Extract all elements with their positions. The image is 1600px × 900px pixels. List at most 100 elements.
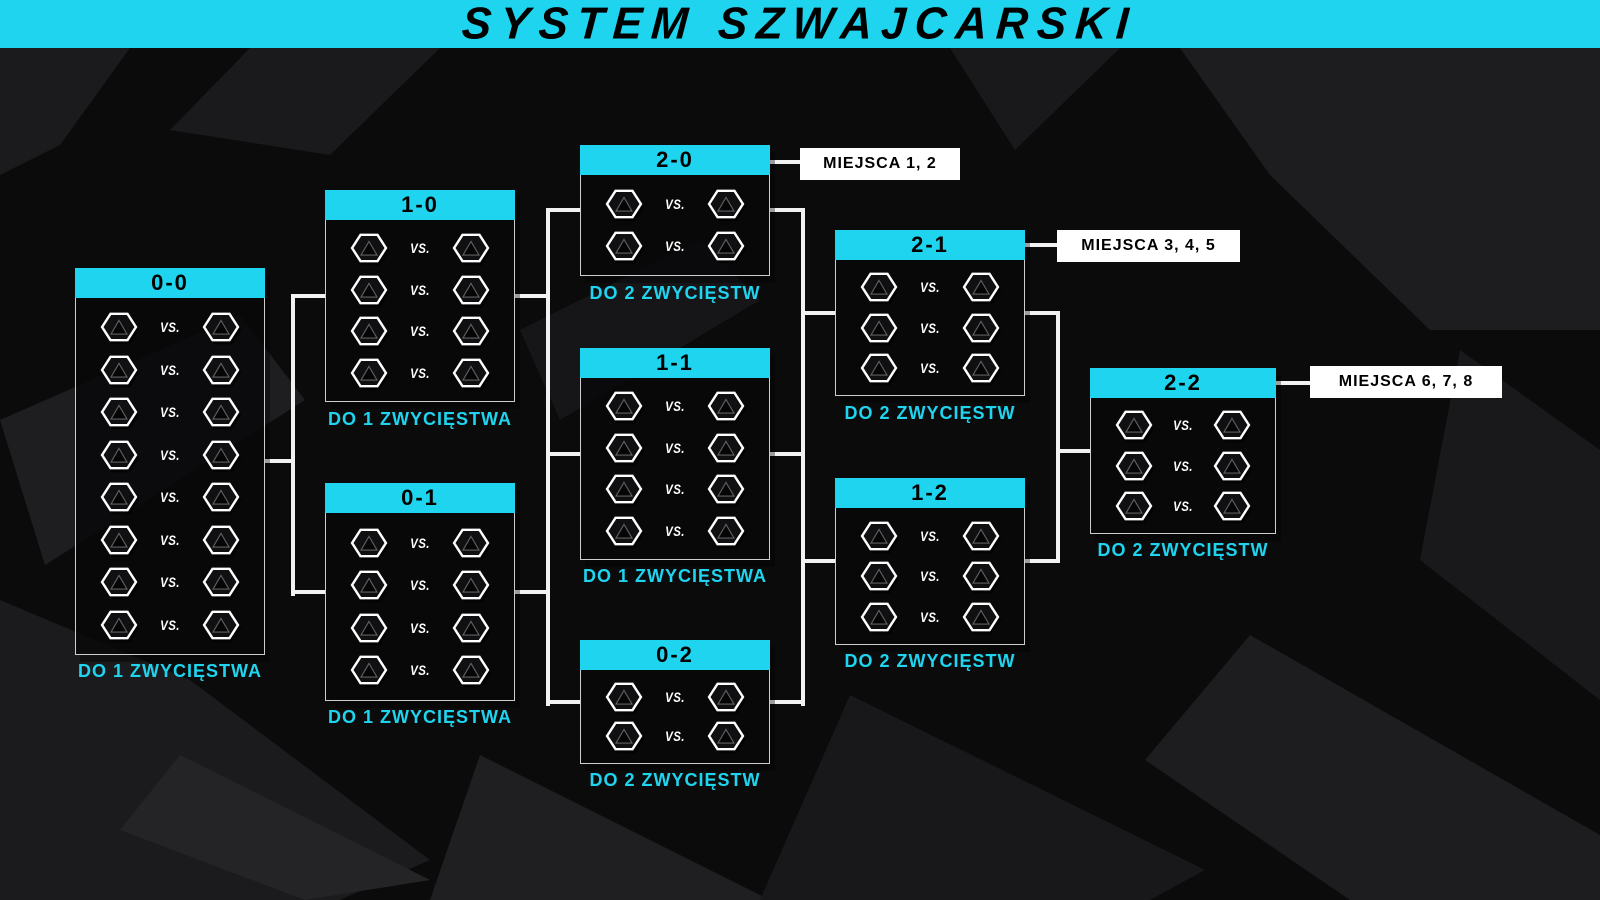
callout-connector-line — [1023, 243, 1059, 247]
connector-line — [801, 208, 805, 706]
match-row: VS. — [1091, 490, 1275, 522]
hexagon-team-logo-icon — [202, 354, 240, 386]
connector-line — [548, 700, 580, 704]
hexagon-team-logo-icon — [1115, 490, 1153, 522]
match-row: VS. — [326, 612, 514, 644]
vs-label: VS. — [410, 577, 430, 594]
callout-connector-line — [1274, 381, 1312, 385]
match-list: VS.VS.VS. — [1091, 398, 1275, 533]
page-title: SYSTEM SZWAJCARSKI — [460, 0, 1140, 49]
vs-label: VS. — [665, 439, 685, 456]
bracket-box-0-1: 0-1 VS.VS.VS.VS. — [325, 483, 515, 701]
vs-label: VS. — [665, 196, 685, 212]
vs-label: VS. — [410, 619, 430, 636]
hexagon-team-logo-icon — [707, 432, 745, 464]
hexagon-team-logo-icon — [860, 520, 898, 552]
callout-places-3-4-5: MIEJSCA 3, 4, 5 — [1057, 230, 1240, 262]
callout-text: MIEJSCA 6, 7, 8 — [1338, 373, 1474, 390]
connector-line — [770, 208, 805, 212]
match-row: VS. — [76, 439, 264, 471]
hexagon-team-logo-icon — [605, 188, 643, 220]
vs-label: VS. — [160, 489, 180, 506]
vs-label: VS. — [920, 527, 940, 544]
match-row: VS. — [581, 432, 769, 464]
vs-label: VS. — [160, 446, 180, 463]
connector-line — [265, 459, 293, 463]
match-row: VS. — [581, 515, 769, 547]
hexagon-team-logo-icon — [860, 352, 898, 384]
bracket-footer: DO 2 ZWYCIĘSTW — [589, 283, 761, 303]
hexagon-team-logo-icon — [100, 609, 138, 641]
match-row: VS. — [581, 473, 769, 505]
bracket-header: 2-1 — [835, 230, 1025, 260]
bracket-box-1-2: 1-2 VS.VS.VS. — [835, 478, 1025, 645]
connector-line — [546, 208, 550, 706]
bracket-footer: DO 1 ZWYCIĘSTWA — [77, 661, 262, 681]
bracket-box-1-1: 1-1 VS.VS.VS.VS. — [580, 348, 770, 560]
hexagon-team-logo-icon — [605, 681, 643, 713]
hexagon-team-logo-icon — [100, 481, 138, 513]
hexagon-team-logo-icon — [605, 230, 643, 262]
match-row: VS. — [326, 274, 514, 306]
match-row: VS. — [76, 481, 264, 513]
hexagon-team-logo-icon — [1213, 450, 1251, 482]
hexagon-team-logo-icon — [707, 720, 745, 752]
match-list: VS.VS. — [581, 670, 769, 763]
bracket-header: 1-1 — [580, 348, 770, 378]
match-list: VS.VS.VS.VS. — [326, 513, 514, 700]
hexagon-team-logo-icon — [707, 473, 745, 505]
vs-label: VS. — [665, 522, 685, 539]
bracket-box-2-2: 2-2 VS.VS.VS. — [1090, 368, 1276, 534]
hexagon-team-logo-icon — [452, 654, 490, 686]
callout-connector-line — [768, 160, 802, 164]
vs-label: VS. — [920, 359, 940, 376]
hexagon-team-logo-icon — [962, 520, 1000, 552]
connector-line — [515, 590, 550, 594]
match-row: VS. — [581, 188, 769, 220]
record-label: 0-2 — [656, 642, 694, 667]
hexagon-team-logo-icon — [605, 390, 643, 422]
match-row: VS. — [581, 720, 769, 752]
match-row: VS. — [76, 566, 264, 598]
hexagon-team-logo-icon — [350, 315, 388, 347]
match-row: VS. — [1091, 409, 1275, 441]
connector-line — [548, 452, 580, 456]
record-label: 1-0 — [401, 192, 439, 217]
hexagon-team-logo-icon — [350, 274, 388, 306]
match-list: VS.VS.VS.VS. — [326, 220, 514, 401]
hexagon-team-logo-icon — [1115, 409, 1153, 441]
vs-label: VS. — [160, 319, 180, 336]
hexagon-team-logo-icon — [100, 439, 138, 471]
hexagon-team-logo-icon — [962, 560, 1000, 592]
vs-label: VS. — [920, 608, 940, 625]
hexagon-team-logo-icon — [202, 566, 240, 598]
callout-places-1-2: MIEJSCA 1, 2 — [800, 148, 960, 180]
bracket-footer: DO 2 ZWYCIĘSTW — [1097, 540, 1269, 560]
hexagon-team-logo-icon — [605, 432, 643, 464]
hexagon-team-logo-icon — [202, 396, 240, 428]
hexagon-team-logo-icon — [350, 232, 388, 264]
bracket-header: 2-2 — [1090, 368, 1276, 398]
vs-label: VS. — [1173, 497, 1193, 514]
vs-label: VS. — [160, 404, 180, 421]
bracket-footer: DO 1 ZWYCIĘSTWA — [327, 707, 512, 727]
match-row: VS. — [76, 396, 264, 428]
connector-line — [1056, 311, 1060, 563]
bracket-box-1-0: 1-0 VS.VS.VS.VS. — [325, 190, 515, 402]
vs-label: VS. — [920, 568, 940, 584]
bracket-box-0-0: 0-0 VS.VS.VS.VS.VS.VS.VS.VS. — [75, 268, 265, 655]
hexagon-team-logo-icon — [452, 527, 490, 559]
connector-line — [291, 294, 295, 596]
hexagon-team-logo-icon — [860, 601, 898, 633]
match-row: VS. — [836, 560, 1024, 592]
hexagon-team-logo-icon — [100, 524, 138, 556]
match-row: VS. — [76, 311, 264, 343]
hexagon-team-logo-icon — [350, 612, 388, 644]
hexagon-team-logo-icon — [707, 390, 745, 422]
hexagon-team-logo-icon — [707, 230, 745, 262]
vs-label: VS. — [160, 531, 180, 548]
hexagon-team-logo-icon — [962, 271, 1000, 303]
vs-label: VS. — [665, 238, 685, 254]
record-label: 2-2 — [1164, 370, 1202, 395]
